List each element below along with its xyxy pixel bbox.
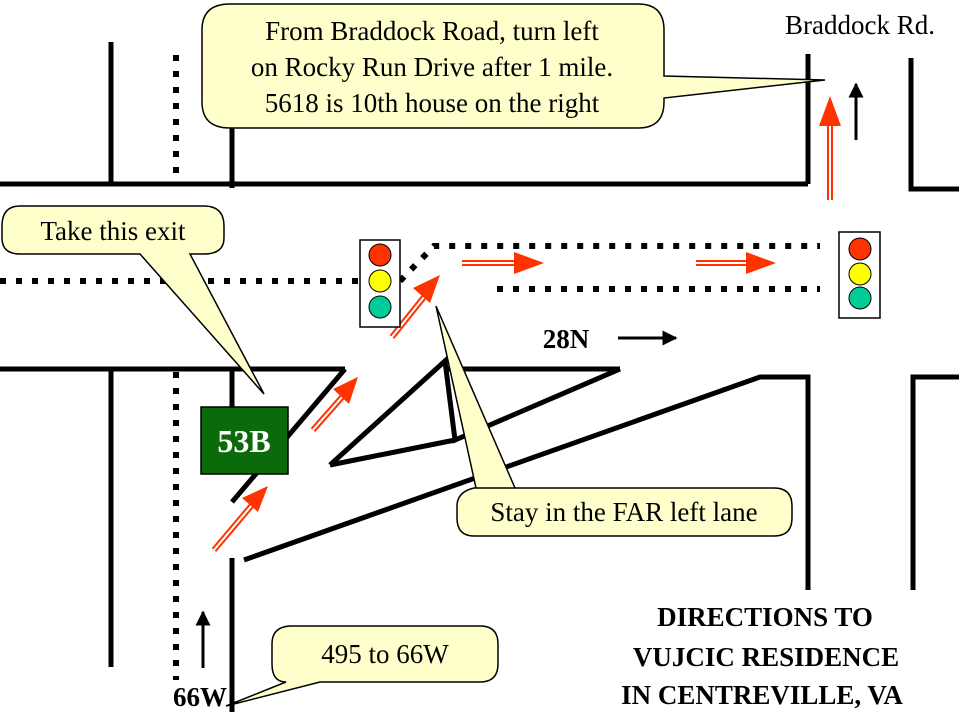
lane-callout: Stay in the FAR left lane bbox=[435, 305, 793, 537]
direction-arrow-icon bbox=[696, 252, 776, 274]
exit-sign: 53B bbox=[200, 406, 289, 475]
braddock-road-label: Braddock Rd. bbox=[785, 10, 935, 40]
directions-callout: From Braddock Road, turn left on Rocky R… bbox=[201, 3, 826, 129]
lane-markings bbox=[0, 55, 820, 680]
direction-arrow-icon bbox=[819, 96, 841, 200]
title-line-1: DIRECTIONS TO bbox=[657, 602, 873, 632]
directions-line-3: 5618 is 10th house on the right bbox=[265, 88, 600, 118]
lane-divider-28-curve bbox=[397, 243, 820, 284]
route-callout: 495 to 66W bbox=[225, 625, 499, 707]
braddock-se-corner bbox=[910, 374, 959, 590]
direction-arrow-icon bbox=[462, 252, 544, 274]
exit-callout: Take this exit bbox=[1, 205, 265, 395]
direction-arrow-icon bbox=[389, 275, 440, 339]
traffic-light-icon bbox=[838, 231, 881, 319]
directions-line-2: on Rocky Run Drive after 1 mile. bbox=[251, 52, 613, 82]
black-arrows bbox=[195, 82, 864, 668]
merge-ramp-outline bbox=[328, 355, 621, 467]
title-line-2: VUJCIC RESIDENCE bbox=[633, 642, 899, 672]
merge-ramp-inner bbox=[329, 437, 456, 468]
lane-callout-text: Stay in the FAR left lane bbox=[490, 497, 757, 527]
title-line-3: IN CENTREVILLE, VA bbox=[621, 680, 903, 710]
route-arrows bbox=[211, 96, 841, 552]
exit-number: 53B bbox=[217, 423, 270, 459]
route-28-label: 28N bbox=[543, 324, 590, 354]
direction-arrow-icon bbox=[211, 486, 268, 552]
direction-arrow-icon bbox=[310, 377, 358, 432]
traffic-light-icon bbox=[359, 239, 401, 328]
route-callout-text: 495 to 66W bbox=[321, 639, 449, 669]
map-title: DIRECTIONS TO VUJCIC RESIDENCE IN CENTRE… bbox=[621, 602, 903, 710]
directions-line-1: From Braddock Road, turn left bbox=[265, 16, 599, 46]
exit-callout-text: Take this exit bbox=[40, 216, 186, 246]
route-66-label: 66W bbox=[173, 682, 227, 712]
braddock-ne-corner bbox=[908, 58, 959, 192]
